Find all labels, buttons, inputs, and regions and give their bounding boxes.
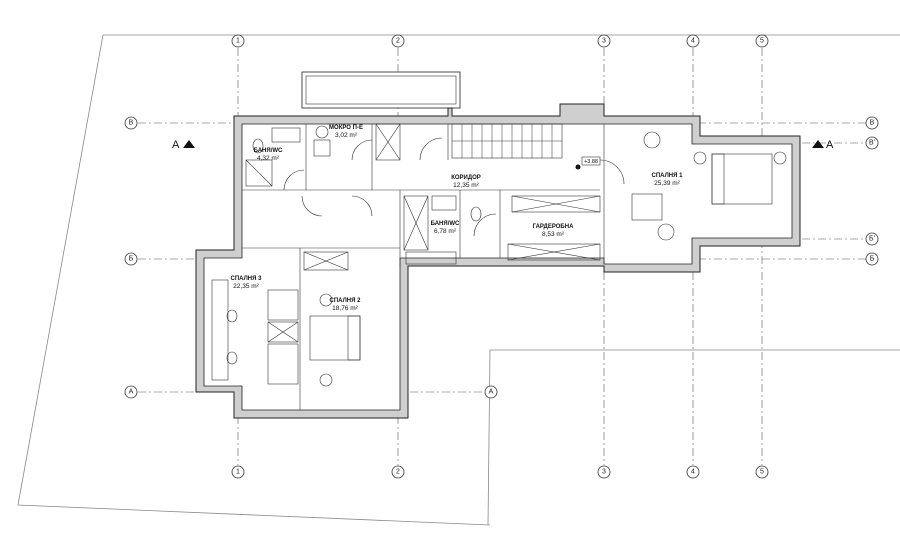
svg-text:БАНЯ/WC: БАНЯ/WC (254, 148, 283, 154)
svg-text:ГАРДЕРОБНА: ГАРДЕРОБНА (533, 224, 574, 230)
room-label-bath-2: БАНЯ/WC 6,78 m² (431, 221, 460, 235)
svg-text:+3.88: +3.88 (584, 159, 598, 165)
svg-text:22,35 m²: 22,35 m² (233, 283, 259, 290)
svg-text:А: А (489, 389, 494, 396)
section-marker-left: А (172, 139, 195, 151)
svg-text:25,39 m²: 25,39 m² (654, 180, 680, 187)
svg-text:БАНЯ/WC: БАНЯ/WC (431, 221, 460, 227)
svg-text:5: 5 (760, 38, 764, 45)
level-mark: +3.88 (575, 156, 601, 170)
room-label-laundry: МОКРО П-Е 3,02 m² (329, 125, 363, 139)
staircase (451, 123, 563, 159)
plot-boundary-right (487, 349, 900, 526)
svg-text:Б: Б (129, 256, 134, 263)
svg-text:3,02 m²: 3,02 m² (335, 132, 358, 139)
svg-text:6,78 m²: 6,78 m² (434, 228, 457, 235)
svg-text:4,32 m²: 4,32 m² (257, 155, 280, 162)
svg-text:А: А (826, 139, 834, 151)
svg-text:Б': Б' (869, 236, 875, 243)
svg-text:1: 1 (236, 469, 240, 476)
axis-bubbles-bottom: 1 2 3 4 5 (231, 465, 769, 479)
svg-text:СПАЛНЯ 3: СПАЛНЯ 3 (231, 276, 263, 282)
wardrobes (267, 123, 601, 385)
svg-text:2: 2 (396, 38, 400, 45)
furniture (211, 131, 787, 387)
room-label-corridor: КОРИДОР 12,35 m² (451, 175, 481, 189)
room-label-bedroom-2: СПАЛНЯ 2 18,76 m² (330, 298, 362, 312)
svg-text:8,53 m²: 8,53 m² (542, 231, 565, 238)
bathroom-fixtures (245, 125, 482, 265)
svg-text:В: В (870, 120, 875, 127)
svg-text:1: 1 (236, 38, 240, 45)
room-label-bath-1: БАНЯ/WC 4,32 m² (254, 148, 283, 162)
svg-text:А: А (172, 139, 180, 151)
svg-text:МОКРО П-Е: МОКРО П-Е (329, 125, 363, 131)
plot-boundary-left (17, 34, 491, 526)
svg-text:18,76 m²: 18,76 m² (332, 305, 358, 312)
svg-text:КОРИДОР: КОРИДОР (451, 175, 481, 181)
axis-bubbles-right: В В' Б' Б (865, 116, 879, 266)
room-label-wardrobe: ГАРДЕРОБНА 8,53 m² (533, 224, 574, 238)
svg-text:В': В' (869, 140, 875, 147)
svg-text:4: 4 (691, 469, 695, 476)
svg-text:4: 4 (691, 38, 695, 45)
svg-text:3: 3 (602, 469, 606, 476)
svg-text:2: 2 (396, 469, 400, 476)
svg-text:СПАЛНЯ 2: СПАЛНЯ 2 (330, 298, 362, 304)
room-label-bedroom-3: СПАЛНЯ 3 22,35 m² (231, 276, 263, 290)
axis-bubbles-left: В Б А А (124, 116, 498, 399)
exterior-walls (195, 103, 801, 419)
room-label-bedroom-1: СПАЛНЯ 1 25,39 m² (652, 173, 684, 187)
axis-bubbles-top: 1 2 3 4 5 (231, 34, 769, 48)
svg-text:А: А (129, 389, 134, 396)
svg-text:3: 3 (602, 38, 606, 45)
interior-walls (242, 124, 605, 410)
svg-text:Б: Б (870, 256, 875, 263)
svg-text:12,35 m²: 12,35 m² (453, 182, 479, 189)
svg-text:5: 5 (760, 469, 764, 476)
svg-text:В: В (129, 120, 134, 127)
balcony (301, 71, 461, 109)
svg-text:СПАЛНЯ 1: СПАЛНЯ 1 (652, 173, 684, 179)
doors (283, 137, 625, 237)
section-marker-right: А (812, 139, 834, 151)
